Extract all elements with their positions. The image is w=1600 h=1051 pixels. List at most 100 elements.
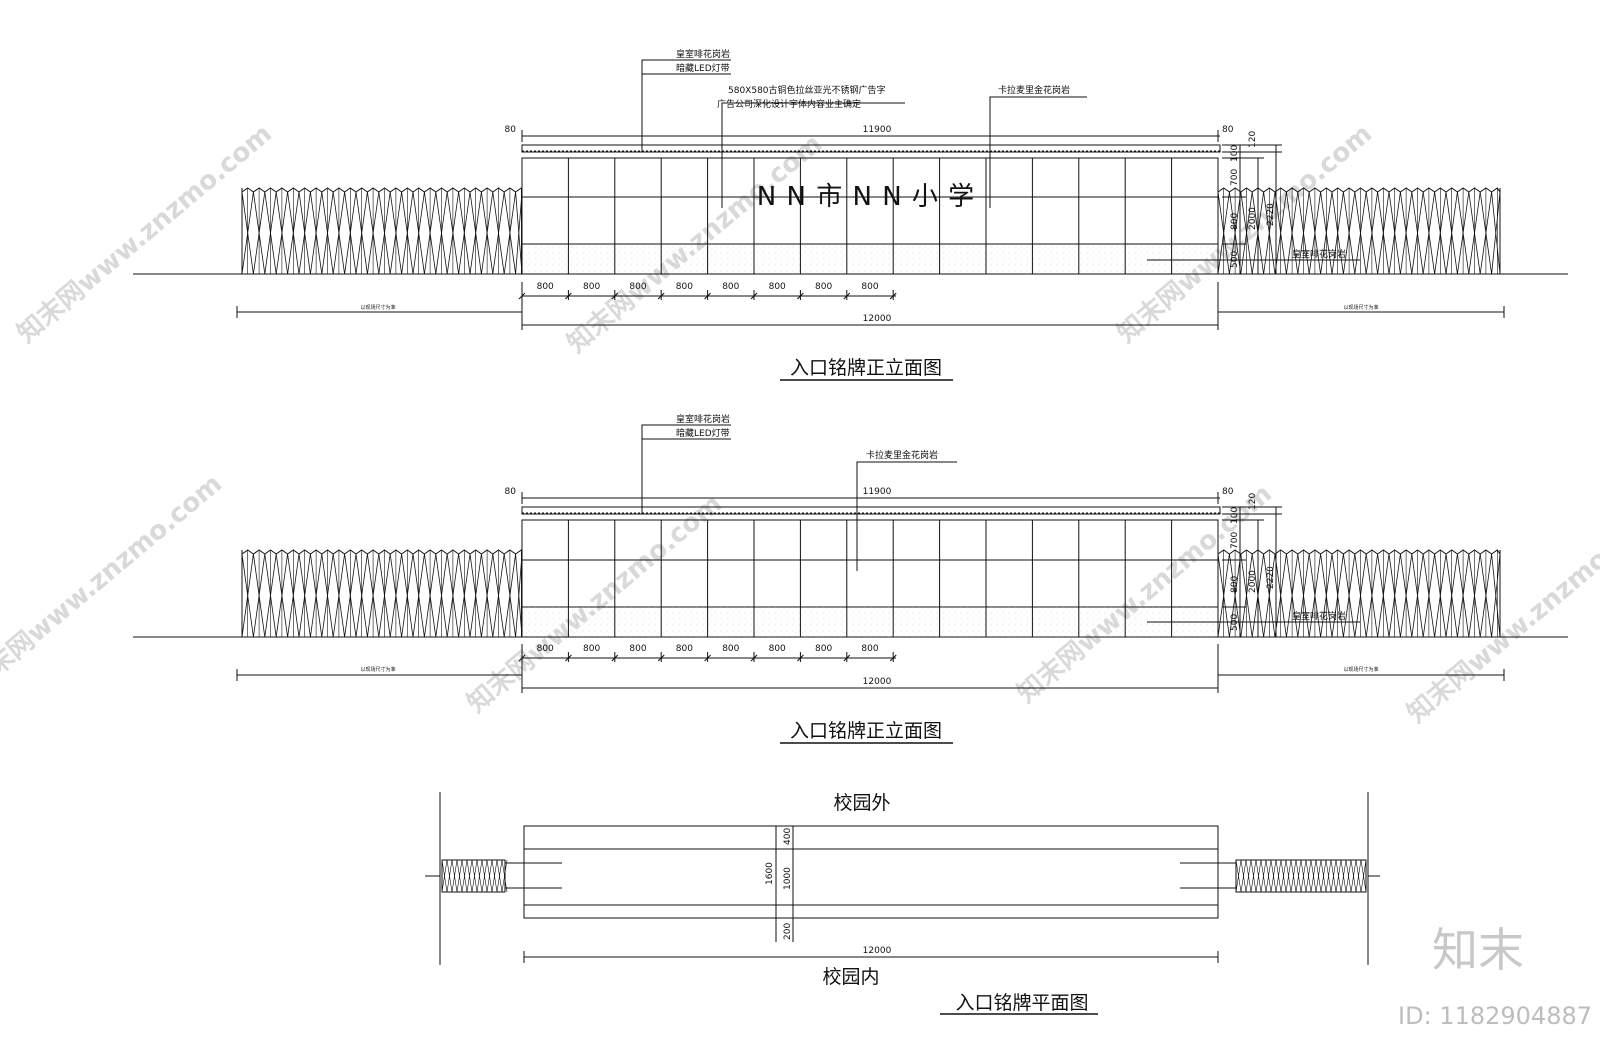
dim-11900: 11900	[863, 487, 892, 497]
elevation-2	[133, 424, 1568, 693]
dim-400: 400	[783, 828, 793, 845]
base-granite	[522, 607, 1218, 637]
module-dim-label: 800	[583, 644, 600, 654]
module-dim-label: 800	[769, 282, 786, 292]
plan-fence-hatch	[501, 859, 508, 893]
module-dim-label: 800	[815, 282, 832, 292]
module-dim-label: 800	[815, 644, 832, 654]
dim-2000: 2000	[1248, 570, 1258, 593]
label-inside-campus: 校园内	[822, 966, 879, 988]
leader-face-granite	[856, 461, 957, 571]
leader-granite-top	[641, 59, 731, 152]
plan-fence-outline	[441, 859, 506, 893]
plan-title: 入口铭牌平面图	[955, 992, 1088, 1014]
plan-fence-hatch	[1275, 859, 1282, 893]
fence-left	[241, 187, 523, 275]
plan-fence-hatch	[481, 859, 488, 893]
plan-fence-hatch	[1280, 859, 1287, 893]
plan-fence-hatch	[456, 859, 463, 893]
plan-text: 校园外 校园内 入口铭牌平面图 400 1000 1600 200 12000	[765, 792, 1098, 1015]
label-outside-campus: 校园外	[833, 792, 890, 814]
watermark-text: 知末网www.znzmo.com	[462, 489, 728, 719]
dim-800: 800	[1230, 213, 1240, 230]
module-dim-label: 800	[583, 282, 600, 292]
plan-fence-hatch	[451, 859, 458, 893]
fence-note-right: 以现场尺寸为准	[1343, 304, 1378, 311]
brand-logo: 知末	[1432, 923, 1524, 977]
dim-12000: 12000	[863, 677, 892, 687]
module-dim-label: 800	[861, 644, 878, 654]
dim-12000: 12000	[863, 946, 892, 956]
dim-80-left: 80	[505, 125, 517, 135]
elevation-1-title: 入口铭牌正立面图	[790, 357, 942, 379]
plan-fence-hatch	[491, 859, 498, 893]
leader-letters	[721, 102, 905, 208]
dim-11900: 11900	[863, 125, 892, 135]
plan-fence-hatch	[1255, 859, 1262, 893]
fence-right	[1217, 549, 1501, 638]
plan-fence-hatch	[1270, 859, 1277, 893]
fence-lattice	[515, 191, 523, 275]
sign-lettering: N N 市 N N 小 学	[757, 182, 975, 212]
plan-fence-hatch	[1265, 859, 1272, 893]
dim-100: 100	[1230, 145, 1240, 162]
dim-800: 800	[1230, 576, 1240, 593]
dim-2000: 2000	[1248, 207, 1258, 230]
plan-view	[425, 792, 1380, 965]
plan-fence-hatch	[1235, 859, 1242, 893]
plan-fence-hatch	[1250, 859, 1257, 893]
plan-fence-left	[441, 859, 508, 893]
dim-700: 700	[1230, 532, 1240, 549]
plan-fence-hatch	[1310, 859, 1317, 893]
fence-picket-top	[1491, 549, 1501, 555]
plan-fence-hatch	[476, 859, 483, 893]
plan-fence-hatch	[1260, 859, 1267, 893]
label-base-granite: 皇室啡花岗岩	[1292, 248, 1346, 260]
label-face-granite: 卡拉麦里金花岗岩	[998, 84, 1070, 96]
plan-fence-hatch	[1240, 859, 1247, 893]
plan-fence-hatch	[1320, 859, 1327, 893]
plan-fence-hatch	[471, 859, 478, 893]
dim-1000: 1000	[783, 867, 793, 890]
dim-12000: 12000	[863, 314, 892, 324]
panel-joints	[567, 520, 1173, 637]
fence-lattice	[515, 553, 523, 638]
plan-fence-hatch	[1355, 859, 1362, 893]
fence-picket-top	[1491, 187, 1501, 193]
plan-fence-hatch	[496, 859, 503, 893]
label-granite-top: 皇室啡花岗岩	[676, 413, 730, 425]
plan-fence-hatch	[1335, 859, 1342, 893]
dim-2220: 2220	[1266, 203, 1276, 226]
module-dim-label: 800	[676, 282, 693, 292]
dim-80-left: 80	[505, 487, 517, 497]
plan-fence-hatch	[1315, 859, 1322, 893]
module-dim-label: 800	[722, 282, 739, 292]
label-base-granite: 皇室啡花岗岩	[1292, 610, 1346, 622]
module-ticks	[518, 290, 897, 300]
module-dim-label: 800	[676, 644, 693, 654]
fence-lattice	[1491, 553, 1501, 638]
leader-granite-top	[641, 424, 731, 514]
plan-fence-hatch	[1350, 859, 1357, 893]
leader-face-granite	[989, 96, 1087, 208]
elevation-2-text: 皇室啡花岗岩 暗藏LED灯带 卡拉麦里金花岗岩 皇室啡花岗岩 80 80 119…	[360, 413, 1379, 744]
image-id: ID: 1182904887	[1398, 1002, 1592, 1030]
label-granite-top: 皇室啡花岗岩	[676, 48, 730, 60]
plan-fence-hatch	[1330, 859, 1337, 893]
fence-left	[241, 549, 523, 638]
label-led: 暗藏LED灯带	[676, 427, 730, 439]
dim-700: 700	[1230, 169, 1240, 186]
plan-fence-hatch	[1245, 859, 1252, 893]
plan-fence-hatch	[466, 859, 473, 893]
watermark-text: 知末网www.znzmo.com	[0, 469, 228, 699]
elevation-1-text: 皇室啡花岗岩 暗藏LED灯带 580X580古铜色拉丝亚光不锈钢广告字 广告公司…	[360, 48, 1379, 381]
plan-fence-hatch	[1360, 859, 1367, 893]
dim-100: 100	[1230, 507, 1240, 524]
elevation-1: N N 市 N N 小 学	[133, 59, 1568, 330]
module-dim-label: 800	[629, 282, 646, 292]
wall-slab-inner	[523, 904, 1219, 919]
dim-80-right: 80	[1222, 487, 1234, 497]
